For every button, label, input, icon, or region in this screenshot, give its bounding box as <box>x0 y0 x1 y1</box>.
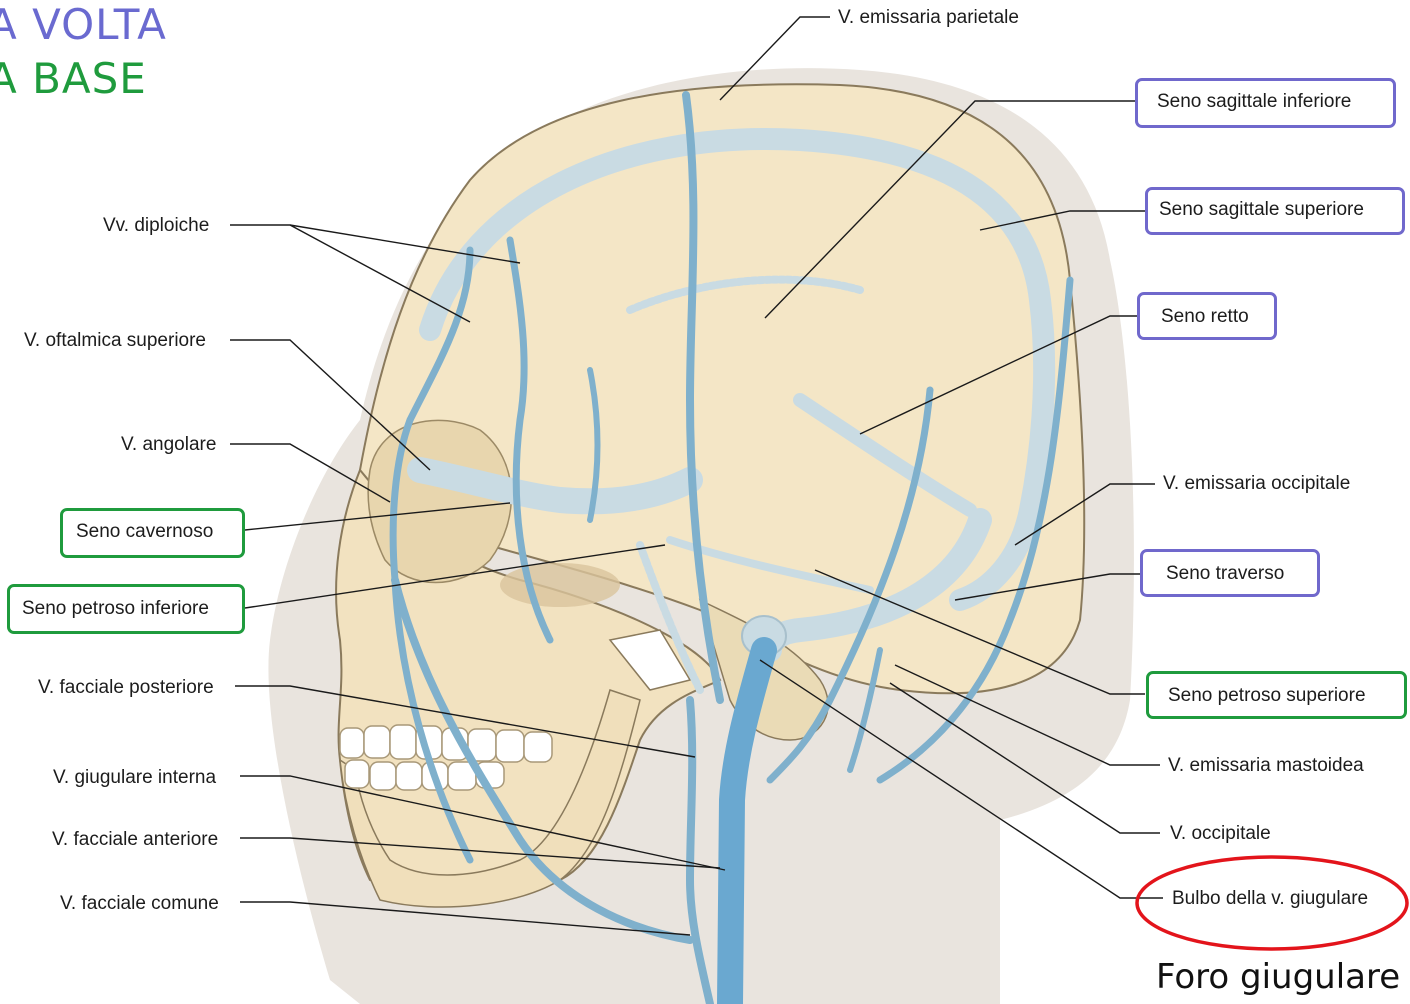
label-v-facciale-posteriore: V. facciale posteriore <box>38 678 214 697</box>
label-seno-cavernoso: Seno cavernoso <box>76 522 213 541</box>
annotation-foro-giugulare: Foro giugulare <box>1156 960 1400 994</box>
header-volta: A VOLTA <box>0 4 167 46</box>
label-bulbo-giugulare: Bulbo della v. giugulare <box>1172 889 1368 908</box>
label-seno-petroso-inferiore: Seno petroso inferiore <box>22 599 209 618</box>
label-v-emissaria-parietale: V. emissaria parietale <box>838 8 1019 27</box>
label-vv-diploiche: Vv. diploiche <box>103 216 209 235</box>
label-v-oftalmica-superiore: V. oftalmica superiore <box>24 331 206 350</box>
label-v-giugulare-interna: V. giugulare interna <box>53 768 216 787</box>
label-v-angolare: V. angolare <box>121 435 216 454</box>
label-seno-sagittale-inferiore: Seno sagittale inferiore <box>1157 92 1351 111</box>
sphenoid-shadow <box>500 563 620 607</box>
label-seno-petroso-superiore: Seno petroso superiore <box>1168 686 1366 705</box>
label-v-emissaria-occipitale: V. emissaria occipitale <box>1163 474 1350 493</box>
label-v-facciale-anteriore: V. facciale anteriore <box>52 830 218 849</box>
label-seno-retto: Seno retto <box>1161 307 1249 326</box>
label-v-occipitale: V. occipitale <box>1170 824 1271 843</box>
label-seno-sagittale-superiore: Seno sagittale superiore <box>1159 200 1364 219</box>
label-v-facciale-comune: V. facciale comune <box>60 894 219 913</box>
label-seno-traverso: Seno traverso <box>1166 564 1284 583</box>
label-v-emissaria-mastoidea: V. emissaria mastoidea <box>1168 756 1364 775</box>
header-base: A BASE <box>0 58 147 100</box>
